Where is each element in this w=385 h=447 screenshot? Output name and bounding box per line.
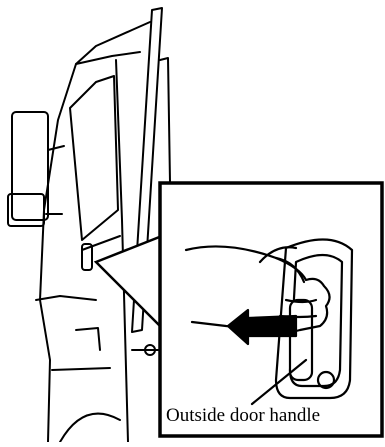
wheel-arc — [60, 414, 120, 442]
outside-door-handle-label: Outside door handle — [166, 402, 380, 430]
mirror-lower — [8, 194, 44, 226]
inset-frame — [160, 183, 382, 436]
fender-detail — [76, 328, 100, 350]
cab-roof-line — [76, 52, 140, 64]
cab-outline — [40, 22, 150, 442]
side-mirror — [12, 112, 48, 220]
fender-line — [36, 296, 96, 300]
body-side — [160, 58, 170, 182]
door-window — [70, 76, 118, 240]
step-line — [52, 368, 110, 370]
handle-lever — [290, 300, 312, 380]
callout-pointer — [96, 236, 162, 328]
